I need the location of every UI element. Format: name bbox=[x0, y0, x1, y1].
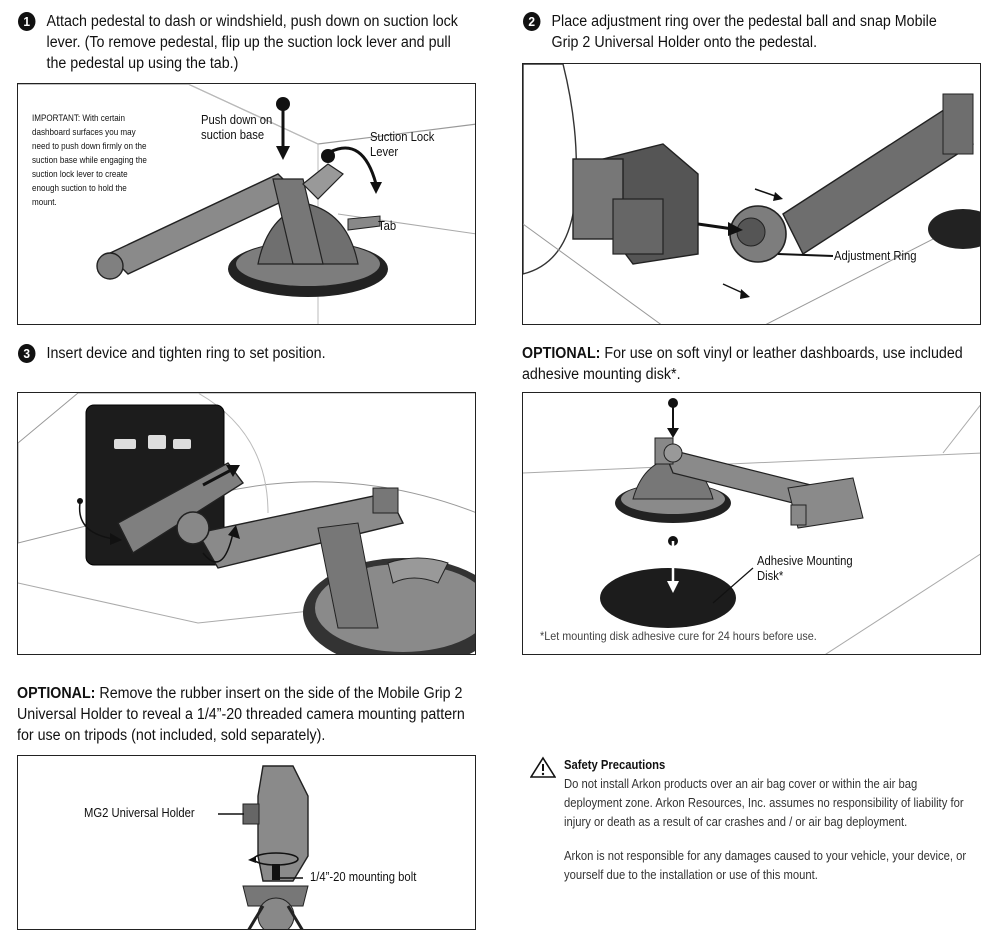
optional-text: Remove the rubber insert on the side of … bbox=[17, 685, 465, 744]
safety-title: Safety Precautions bbox=[564, 758, 666, 772]
step-3-instruction: 3 Insert device and tighten ring to set … bbox=[18, 343, 469, 367]
panel-adjustment-ring: Adjustment Ring bbox=[522, 63, 981, 325]
adhesive-disk-illustration bbox=[523, 398, 980, 654]
important-note: IMPORTANT: With certain dashboard surfac… bbox=[32, 113, 147, 208]
pedestal-illustration bbox=[18, 84, 475, 324]
tripod-mount-illustration bbox=[218, 765, 309, 929]
insert-device-illustration bbox=[18, 393, 475, 654]
mounting-bolt-label: 1/4”-20 mounting bolt bbox=[310, 870, 417, 884]
push-down-label: Push down on suction base bbox=[201, 113, 273, 142]
step-number: 2 bbox=[523, 12, 541, 31]
tab-label: Tab bbox=[378, 219, 397, 233]
step-number: 1 bbox=[18, 12, 36, 31]
panel-adhesive-disk: Adhesive Mounting Disk* *Let mounting di… bbox=[522, 392, 981, 655]
step-number: 3 bbox=[18, 344, 36, 363]
optional-disk-instruction: OPTIONAL: For use on soft vinyl or leath… bbox=[522, 343, 973, 385]
optional-text: For use on soft vinyl or leather dashboa… bbox=[522, 345, 963, 383]
step-1-instruction: 1 Attach pedestal to dash or windshield,… bbox=[18, 11, 469, 77]
adhesive-disk-label: Adhesive Mounting Disk* bbox=[757, 554, 853, 583]
safety-paragraph-2: Arkon is not responsible for any damages… bbox=[564, 849, 967, 882]
optional-tripod-instruction: OPTIONAL: Remove the rubber insert on th… bbox=[17, 683, 472, 746]
mg2-holder-label: MG2 Universal Holder bbox=[84, 806, 195, 820]
adjustment-ring-label: Adjustment Ring bbox=[834, 249, 917, 263]
step-text: Insert device and tighten ring to set po… bbox=[46, 345, 326, 362]
warning-icon bbox=[530, 756, 556, 778]
step-text: Place adjustment ring over the pedestal … bbox=[551, 13, 937, 51]
adhesive-cure-note: *Let mounting disk adhesive cure for 24 … bbox=[540, 629, 817, 643]
panel-attach-pedestal: IMPORTANT: With certain dashboard surfac… bbox=[17, 83, 476, 325]
panel-tripod-mount: MG2 Universal Holder 1/4”-20 mounting bo… bbox=[17, 755, 476, 930]
suction-lever-label: Suction Lock Lever bbox=[370, 130, 435, 159]
optional-label: OPTIONAL: bbox=[522, 345, 601, 362]
optional-label: OPTIONAL: bbox=[17, 685, 96, 702]
step-2-instruction: 2 Place adjustment ring over the pedesta… bbox=[523, 11, 965, 55]
panel-insert-device bbox=[17, 392, 476, 655]
safety-paragraph-1: Do not install Arkon products over an ai… bbox=[564, 777, 964, 829]
step-text: Attach pedestal to dash or windshield, p… bbox=[46, 13, 458, 72]
adjustment-ring-illustration bbox=[523, 64, 980, 324]
